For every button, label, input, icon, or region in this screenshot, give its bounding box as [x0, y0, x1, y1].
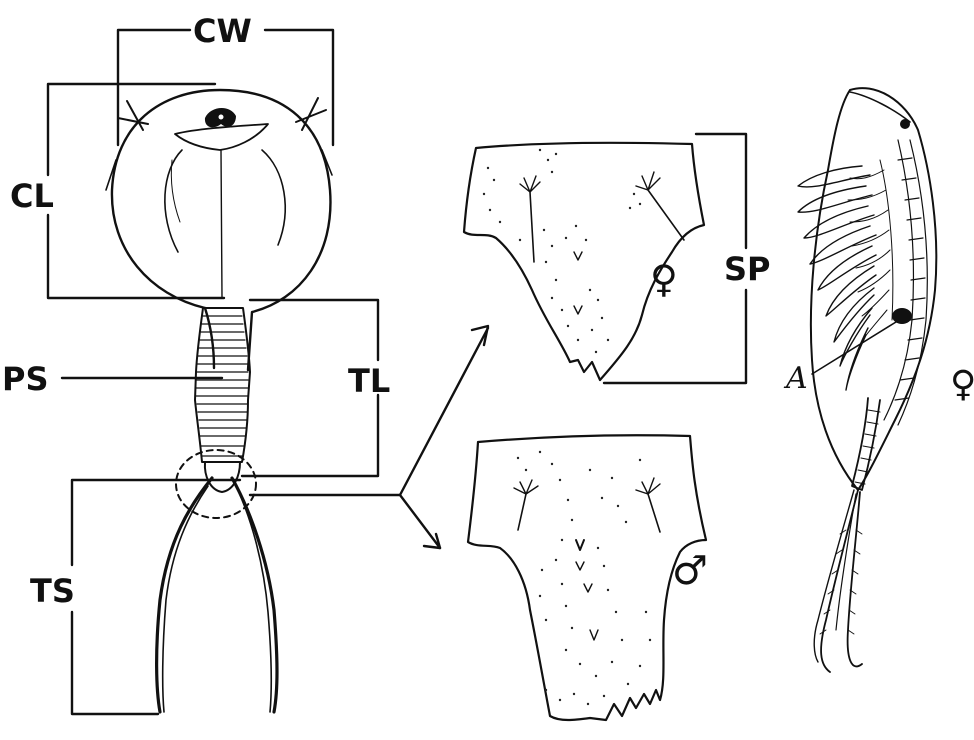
label-tl: TL — [348, 362, 390, 400]
label-ts: TS — [30, 572, 75, 610]
cw-bracket — [118, 30, 190, 145]
label-cw: CW — [193, 12, 252, 50]
sp-bracket — [696, 134, 746, 248]
tl-bracket — [250, 300, 378, 360]
label-ps: PS — [2, 360, 49, 398]
lateral-view — [798, 88, 936, 672]
female-symbol-icon-whole: ♀ — [950, 364, 974, 405]
a-pointer — [812, 322, 896, 374]
arrow-to-male-plate — [400, 495, 440, 548]
label-cl: CL — [10, 177, 54, 215]
male-supra-anal-plate — [468, 435, 706, 720]
female-symbol-icon: ♀ — [650, 257, 678, 301]
trunk — [195, 308, 250, 462]
label-sp: SP — [724, 250, 771, 288]
dorsal-view — [106, 90, 332, 712]
label-a: A — [783, 361, 808, 396]
caudal-filament-left — [157, 478, 212, 712]
male-symbol-icon: ♂ — [672, 548, 708, 594]
telson-highlight-circle — [176, 450, 256, 518]
egg-sac — [892, 308, 912, 324]
ts-bracket — [72, 480, 240, 565]
